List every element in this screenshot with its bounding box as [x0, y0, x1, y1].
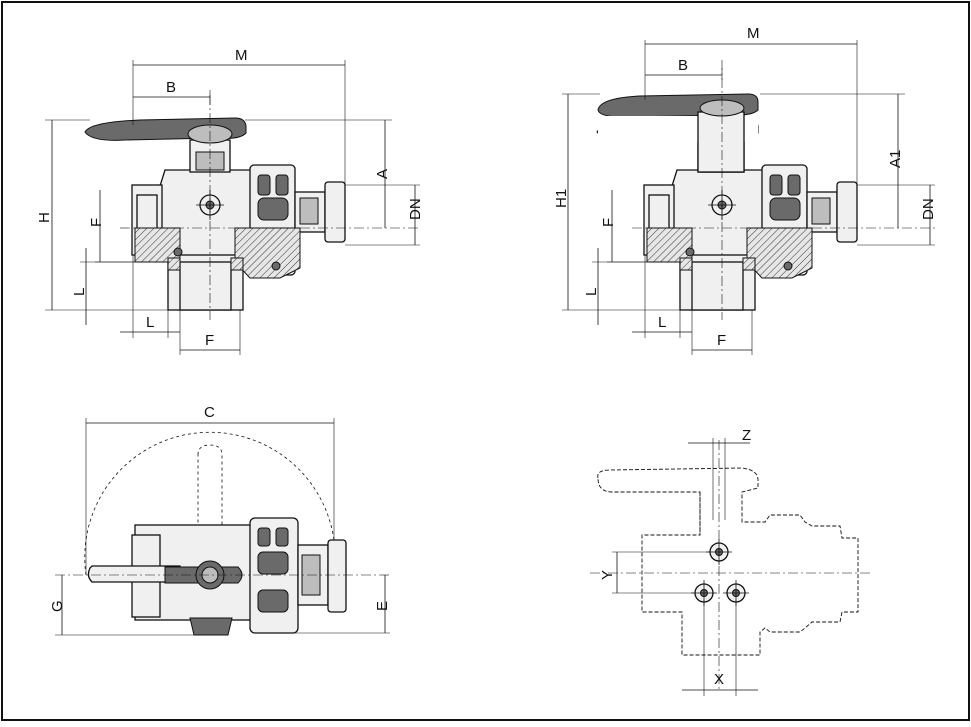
dim-label-dn: DN: [407, 198, 424, 220]
dim-label-g: G: [49, 600, 66, 612]
dim-label-f-side: F: [88, 218, 105, 227]
dim-label-e: E: [374, 601, 391, 611]
dim-label-l-vertical2: L: [583, 288, 600, 296]
dim-label-h: H: [36, 212, 53, 223]
dim-label-c: C: [204, 404, 215, 421]
dim-label-m2: M: [747, 25, 760, 42]
dim-label-h1: H1: [553, 189, 570, 208]
dim-label-b2: B: [678, 57, 688, 74]
dim-label-f-bottom2: F: [717, 332, 726, 349]
dim-label-f-side2: F: [600, 218, 617, 227]
dim-label-dn2: DN: [920, 198, 937, 220]
dim-label-y: Y: [599, 570, 616, 580]
dim-label-x: X: [714, 671, 724, 688]
dim-label-l-vertical: L: [71, 288, 88, 296]
dim-label-l-bottom: L: [146, 314, 154, 331]
dim-label-f-bottom: F: [205, 332, 214, 349]
dim-label-m: M: [235, 47, 248, 64]
mounting-view: Z Y X: [590, 427, 870, 696]
dim-label-a: A: [374, 169, 391, 179]
top-view: C G E: [49, 404, 391, 636]
dim-label-a1: A1: [887, 150, 904, 168]
dim-label-b: B: [166, 79, 176, 96]
dim-label-z: Z: [742, 427, 751, 444]
front-view: M B H A DN F L L F: [36, 47, 424, 355]
mount-fitting-top: [706, 539, 732, 565]
front-extended-view: M B H1 A1 DN F L L F: [553, 25, 937, 355]
dim-label-l-bottom2: L: [658, 314, 666, 331]
